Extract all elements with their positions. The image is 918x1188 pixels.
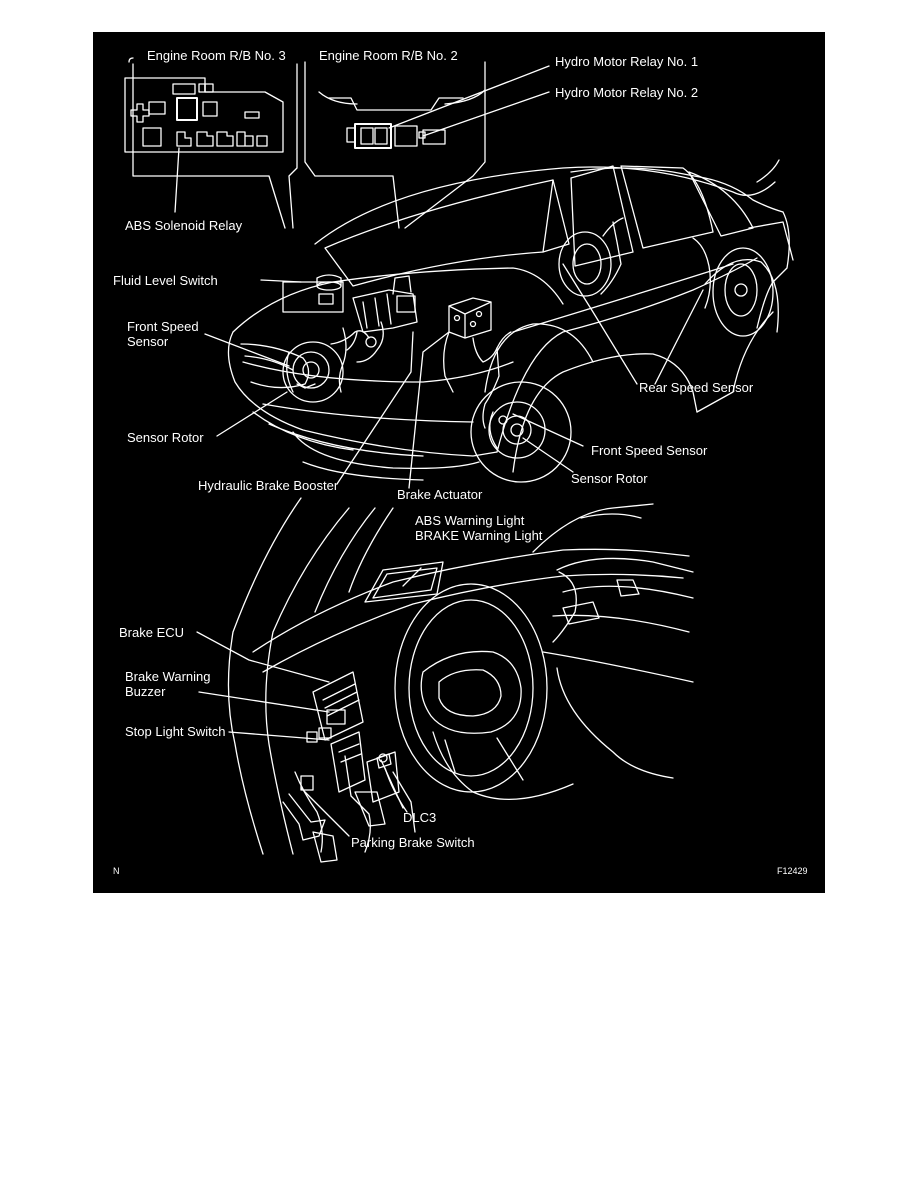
leader-hydro-relay-2	[422, 91, 550, 137]
label-brake-actuator: Brake Actuator	[397, 487, 483, 502]
figure-code: F12429	[777, 866, 808, 876]
leader-abs-solenoid	[174, 147, 180, 213]
label-sensor-rotor-left: Sensor Rotor	[127, 430, 204, 445]
label-brake-ecu: Brake ECU	[119, 625, 185, 640]
leader-front-speed-left	[204, 333, 290, 367]
leader-sensor-rotor-left	[216, 391, 288, 437]
leader-hydro-relay-1	[388, 65, 550, 129]
front-left-brake-assembly	[282, 330, 370, 403]
interior-outline	[227, 497, 694, 863]
label-rear-speed-sensor: Rear Speed Sensor	[639, 380, 754, 395]
diagram-linework	[124, 57, 794, 863]
label-engine-room-rb-3: Engine Room R/B No. 3	[147, 48, 286, 63]
label-hydraulic-brake-booster: Hydraulic Brake Booster	[198, 478, 339, 493]
relay-block-2-callout	[304, 61, 486, 229]
component-location-diagram: Engine Room R/B No. 3 Engine Room R/B No…	[93, 32, 825, 893]
leader-rear-speed	[562, 263, 704, 385]
label-dlc3: DLC3	[403, 810, 437, 825]
vehicle-outline	[227, 159, 794, 483]
label-abs-solenoid-relay: ABS Solenoid Relay	[125, 218, 243, 233]
label-front-speed-sensor-left-line2: Sensor	[127, 334, 169, 349]
label-engine-room-rb-2: Engine Room R/B No. 2	[319, 48, 458, 63]
label-parking-brake-switch: Parking Brake Switch	[351, 835, 475, 850]
leader-sensor-rotor-right	[522, 437, 574, 473]
label-hydro-motor-relay-1: Hydro Motor Relay No. 1	[555, 54, 699, 69]
leader-stop-light	[228, 731, 330, 741]
leader-parking-brake	[300, 787, 350, 837]
leader-actuator	[408, 331, 450, 489]
label-front-speed-sensor-right: Front Speed Sensor	[591, 443, 708, 458]
leader-brake-ecu	[196, 631, 330, 683]
relay-block-3-callout	[124, 57, 298, 229]
label-fluid-level-switch: Fluid Level Switch	[113, 273, 218, 288]
engine-bay-components	[282, 274, 512, 429]
label-stop-light-switch: Stop Light Switch	[125, 724, 226, 739]
label-abs-warning-light: ABS Warning Light	[415, 513, 525, 528]
corner-mark: N	[113, 866, 120, 876]
label-hydro-motor-relay-2: Hydro Motor Relay No. 2	[555, 85, 699, 100]
label-brake-warning-buzzer-line2: Buzzer	[125, 684, 166, 699]
leader-booster	[336, 331, 414, 485]
label-front-speed-sensor-left-line1: Front Speed	[127, 319, 199, 334]
label-brake-warning-light: BRAKE Warning Light	[415, 528, 543, 543]
label-sensor-rotor-right: Sensor Rotor	[571, 471, 648, 486]
label-brake-warning-buzzer-line1: Brake Warning	[125, 669, 211, 684]
leader-buzzer	[198, 691, 330, 713]
